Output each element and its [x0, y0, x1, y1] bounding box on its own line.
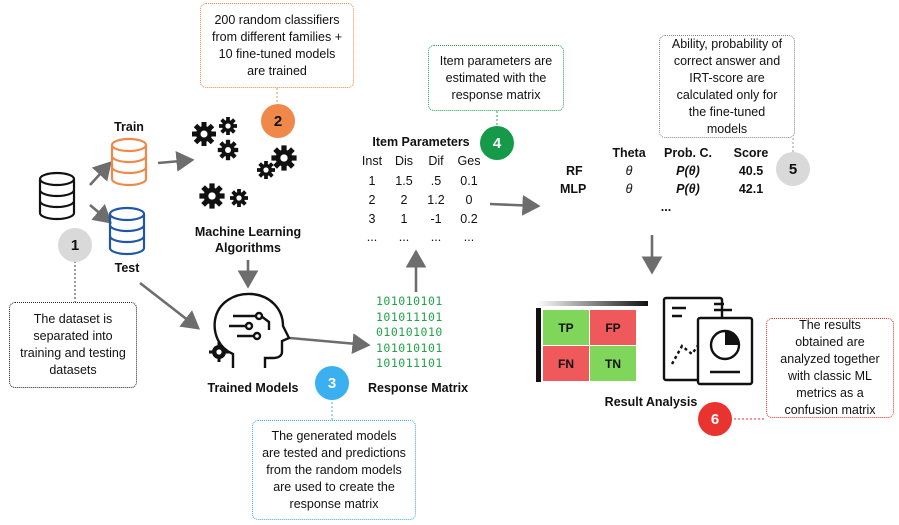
ip-header-dis: Dis: [394, 154, 414, 168]
test-database-icon: [108, 206, 146, 256]
ip-cell: 1: [400, 212, 408, 226]
confusion-fp: FP: [590, 310, 636, 345]
confusion-tn: TN: [590, 346, 636, 381]
ip-cell: 1: [368, 174, 376, 188]
step-2-note: 200 random classifiers from different fa…: [200, 3, 354, 88]
arrow-trained-to-matrix: [289, 333, 371, 354]
ai-head-icon: [209, 292, 291, 368]
arrow-db-to-train: [89, 161, 112, 186]
ip-cell: 1.2: [427, 193, 445, 207]
trained-models-label: Trained Models: [207, 381, 299, 395]
step-2-badge: 2: [261, 104, 295, 138]
ip-cell: ...: [463, 230, 475, 244]
scores-value: 42.1: [738, 182, 764, 196]
ip-cell: ...: [366, 230, 378, 244]
ip-cell: 1.5: [395, 174, 413, 188]
step-4-badge: 4: [480, 126, 514, 160]
ip-cell: ...: [398, 230, 410, 244]
response-matrix-label: Response Matrix: [367, 381, 469, 395]
scores-header-prob: Prob. C.: [664, 146, 712, 160]
confusion-axis-bar: [536, 308, 541, 382]
step-4-note: Item parameters are estimated with the r…: [428, 45, 564, 111]
confusion-scale-bar: [536, 301, 648, 306]
scores-model-name: RF: [566, 164, 583, 178]
ip-cell: ...: [430, 230, 442, 244]
binary-row: 101010101: [376, 294, 443, 308]
scores-prob: P(θ): [676, 164, 700, 178]
response-matrix-binary: 101010101 101011101 010101010 101010101 …: [376, 294, 443, 372]
binary-row: 101011101: [376, 356, 443, 370]
confusion-fn: FN: [543, 346, 589, 381]
ml-algorithms-label: Machine Learning Algorithms: [188, 224, 308, 256]
ip-header-inst: Inst: [361, 154, 383, 168]
arrow-params-to-scores: [489, 194, 541, 216]
scores-value: 40.5: [738, 164, 764, 178]
step-5-badge: 5: [776, 152, 810, 186]
binary-row: 010101010: [376, 325, 443, 339]
step-6-badge: 6: [698, 402, 732, 436]
ip-cell: 3: [368, 212, 376, 226]
result-analysis-label: Result Analysis: [604, 395, 698, 409]
binary-row: 101010101: [376, 340, 443, 355]
step-5-note: Ability, probability of correct answer a…: [659, 35, 795, 138]
scores-header-score: Score: [733, 146, 769, 160]
scores-model-name: MLP: [560, 182, 587, 196]
scores-theta: θ: [625, 164, 633, 178]
step-3-note: The generated models are tested and pred…: [252, 420, 416, 520]
ml-algorithms-label-line1: Machine Learning: [194, 225, 302, 239]
step-3-badge: 3: [315, 366, 349, 400]
item-parameters-table: Inst Dis Dif Ges 1 1.5 .5 0.1 2 2 1.2 0 …: [356, 154, 486, 254]
ip-header-ges: Ges: [457, 154, 481, 168]
ip-header-dif: Dif: [428, 154, 444, 168]
binary-row: 101011101: [376, 309, 443, 324]
scores-header-theta: Theta: [612, 146, 646, 160]
dataset-database-icon: [38, 171, 76, 221]
scores-prob: P(θ): [676, 182, 700, 196]
train-database-icon: [110, 137, 148, 187]
ip-cell: 2: [368, 193, 376, 207]
test-label: Test: [114, 261, 140, 275]
scores-theta: θ: [625, 182, 633, 196]
scores-ellipsis: ...: [660, 200, 672, 214]
ip-cell: -1: [430, 212, 442, 226]
ip-cell: 0.1: [460, 174, 478, 188]
confusion-tp: TP: [543, 310, 589, 345]
analysis-report-icon: [662, 296, 754, 386]
ml-algorithms-label-line2: Algorithms: [215, 241, 281, 255]
ip-cell: 0: [465, 193, 473, 207]
item-parameters-label: Item Parameters: [372, 135, 470, 149]
step-1-note: The dataset is separated into training a…: [9, 302, 137, 388]
ip-cell: .5: [430, 174, 442, 188]
gears-icon: [192, 117, 297, 209]
scores-table: Theta Prob. C. Score RF θ P(θ) 40.5 MLP …: [560, 146, 780, 220]
step-1-badge: 1: [58, 228, 92, 262]
arrow-train-to-algorithms: [157, 151, 195, 172]
ip-cell: 0.2: [460, 212, 478, 226]
step-6-note: The results obtained are analyzed togeth…: [766, 318, 894, 418]
train-label: Train: [114, 120, 144, 134]
arrow-db-to-test: [89, 203, 112, 224]
ip-cell: 2: [400, 193, 408, 207]
arrow-test-to-trained: [139, 281, 201, 330]
